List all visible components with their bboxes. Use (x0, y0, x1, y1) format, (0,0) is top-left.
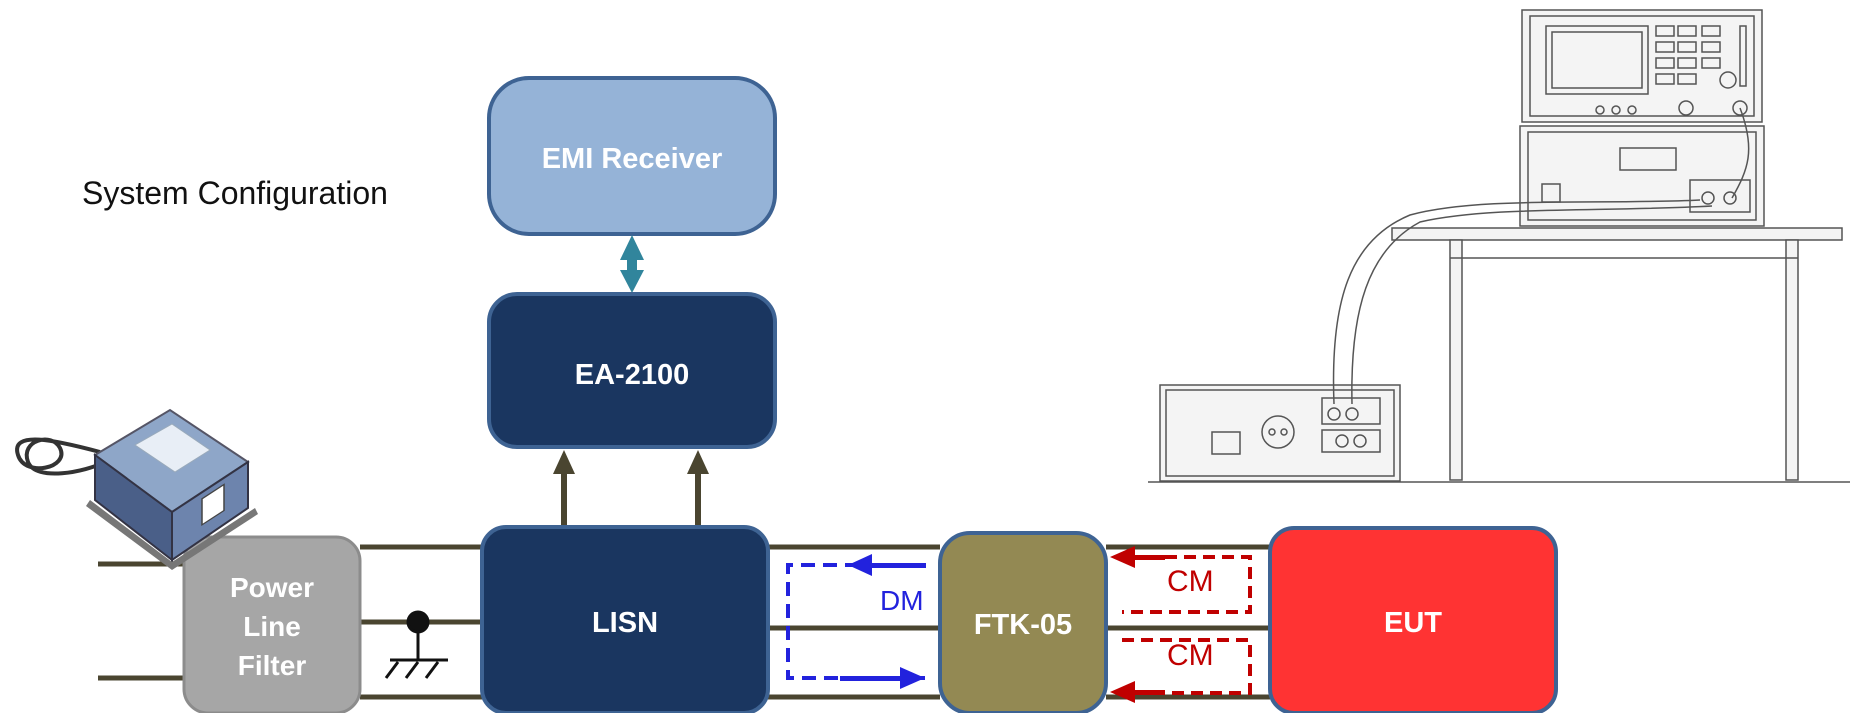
filter-label-line3: Filter (238, 650, 307, 681)
ftk-05-block: FTK-05 (938, 531, 1108, 713)
filter-label-line1: Power (230, 572, 314, 603)
power-line-filter-block: Power Line Filter (182, 535, 362, 713)
dm-loop: DM (786, 554, 926, 689)
diagram-title: System Configuration (82, 175, 388, 211)
emi-receiver-block: EMI Receiver (487, 76, 777, 236)
lisn-label: LISN (592, 607, 658, 639)
eut-label: EUT (1384, 607, 1442, 639)
ground-icon (384, 610, 448, 679)
ftk-05-label: FTK-05 (974, 609, 1072, 641)
bidirectional-arrow-icon (620, 235, 644, 293)
dm-label: DM (880, 585, 924, 616)
ea-2100-block: EA-2100 (487, 292, 777, 449)
filter-label-line2: Line (243, 611, 301, 642)
cm-label-top: CM (1167, 565, 1214, 598)
filter-device-icon (15, 408, 258, 570)
lisn-block: LISN (480, 525, 770, 713)
test-bench-drawing (1148, 9, 1850, 483)
ea-2100-label: EA-2100 (575, 359, 689, 391)
cm-loop-bottom: CM (1110, 638, 1252, 703)
cm-loop-top: CM (1110, 546, 1252, 614)
cm-label-bottom: CM (1167, 639, 1214, 672)
eut-block: EUT (1268, 526, 1558, 713)
lisn-output-arrows (553, 450, 709, 525)
emi-receiver-label: EMI Receiver (542, 143, 723, 175)
